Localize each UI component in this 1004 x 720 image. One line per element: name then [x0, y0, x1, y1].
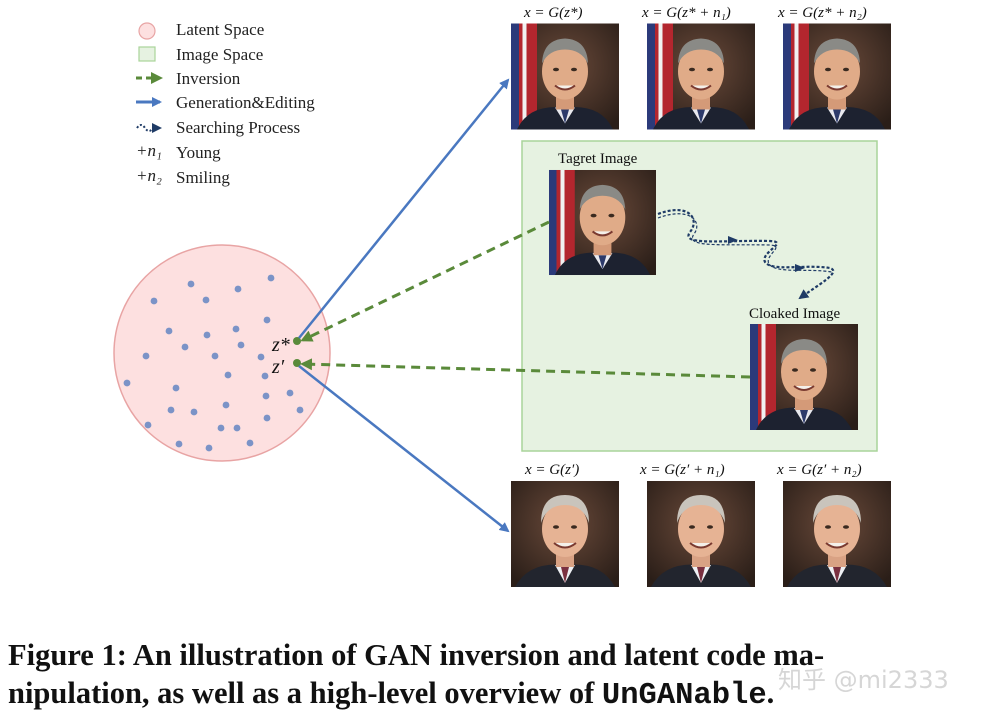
latent-point	[222, 401, 230, 409]
legend: Latent Space Image Space Inversion Gener…	[136, 20, 315, 187]
latent-point	[267, 274, 275, 282]
generation-arrow-bottom	[298, 365, 510, 533]
latent-point	[172, 384, 180, 392]
z-star-point	[293, 337, 301, 345]
latent-point	[233, 424, 241, 432]
latent-point	[261, 372, 269, 380]
cloaked-image	[750, 323, 858, 431]
bottom-formula-2: x = G(z′ + n₁)	[639, 462, 725, 478]
caption-line-2: nipulation, as well as a high-level over…	[8, 674, 998, 715]
top-image-1	[511, 23, 619, 130]
legend-searching-process: Searching Process	[176, 118, 300, 137]
bottom-image-1	[511, 481, 619, 587]
caption-line-2-text: nipulation, as well as a high-level over…	[8, 676, 602, 710]
caption-code-ungan: UnGANable	[601, 679, 767, 713]
top-row: x = G(z*) x = G(z* + n₁) x = G(z* + n₂)	[511, 5, 891, 130]
figure-caption: Figure 1: An illustration of GAN inversi…	[8, 636, 998, 715]
bottom-image-3	[783, 481, 891, 587]
target-image	[549, 169, 656, 276]
latent-point	[205, 444, 213, 452]
legend-n1-symbol: +n₁	[136, 141, 162, 160]
z-star-label: z*	[271, 334, 290, 356]
legend-smiling: Smiling	[176, 168, 230, 187]
bottom-row: x = G(z′) x = G(z′ + n₁) x = G(z′ + n₂)	[511, 462, 891, 587]
latent-point	[202, 296, 210, 304]
latent-point	[232, 325, 240, 333]
latent-space-swatch-icon	[138, 22, 156, 40]
legend-inversion: Inversion	[176, 69, 241, 88]
searching-arrow-icon	[136, 123, 162, 133]
latent-point	[123, 379, 131, 387]
legend-young: Young	[176, 143, 221, 162]
top-formula-2: x = G(z* + n₁)	[641, 5, 731, 21]
inversion-arrow-target	[300, 220, 550, 342]
top-formula-1: x = G(z*)	[523, 5, 582, 21]
latent-point	[167, 406, 175, 414]
latent-point	[296, 406, 304, 414]
latent-point	[217, 424, 225, 432]
latent-point	[150, 297, 158, 305]
latent-point	[263, 414, 271, 422]
caption-period: .	[766, 676, 775, 710]
legend-generation-editing: Generation&Editing	[176, 93, 315, 112]
cloaked-image-label: Cloaked Image	[749, 306, 841, 322]
z-prime-point	[293, 359, 301, 367]
latent-points	[123, 274, 304, 452]
latent-point	[286, 389, 294, 397]
bottom-formula-3: x = G(z′ + n₂)	[776, 462, 862, 478]
latent-point	[175, 440, 183, 448]
watermark: 知乎 @mi2333	[778, 666, 949, 694]
top-image-2	[647, 23, 755, 130]
latent-point	[237, 341, 245, 349]
latent-point	[234, 285, 242, 293]
latent-point	[181, 343, 189, 351]
legend-latent-space: Latent Space	[176, 20, 264, 39]
bottom-image-2	[647, 481, 755, 587]
latent-point	[142, 352, 150, 360]
latent-space-circle	[113, 244, 331, 462]
search-arrowhead-icon	[728, 236, 738, 244]
searching-process-path-shadow	[657, 213, 833, 273]
latent-point	[203, 331, 211, 339]
latent-point	[224, 371, 232, 379]
legend-n2-symbol: +n₂	[136, 166, 162, 185]
generation-arrow-top	[298, 78, 510, 339]
target-image-label: Tagret Image	[558, 151, 638, 167]
caption-line-1: Figure 1: An illustration of GAN inversi…	[8, 638, 825, 672]
latent-point	[262, 392, 270, 400]
latent-point	[263, 316, 271, 324]
latent-point	[257, 353, 265, 361]
latent-point	[187, 280, 195, 288]
latent-point	[190, 408, 198, 416]
latent-point	[211, 352, 219, 360]
latent-point	[246, 439, 254, 447]
top-image-3	[783, 23, 891, 130]
top-formula-3: x = G(z* + n₂)	[777, 5, 867, 21]
bottom-formula-1: x = G(z′)	[524, 462, 579, 478]
gan-inversion-diagram: Latent Space Image Space Inversion Gener…	[113, 5, 891, 587]
z-prime-label: z′	[271, 356, 285, 378]
image-space-swatch-icon	[138, 46, 156, 62]
latent-point	[144, 421, 152, 429]
search-arrowhead-icon	[795, 264, 805, 272]
latent-point	[165, 327, 173, 335]
legend-image-space: Image Space	[176, 45, 263, 64]
